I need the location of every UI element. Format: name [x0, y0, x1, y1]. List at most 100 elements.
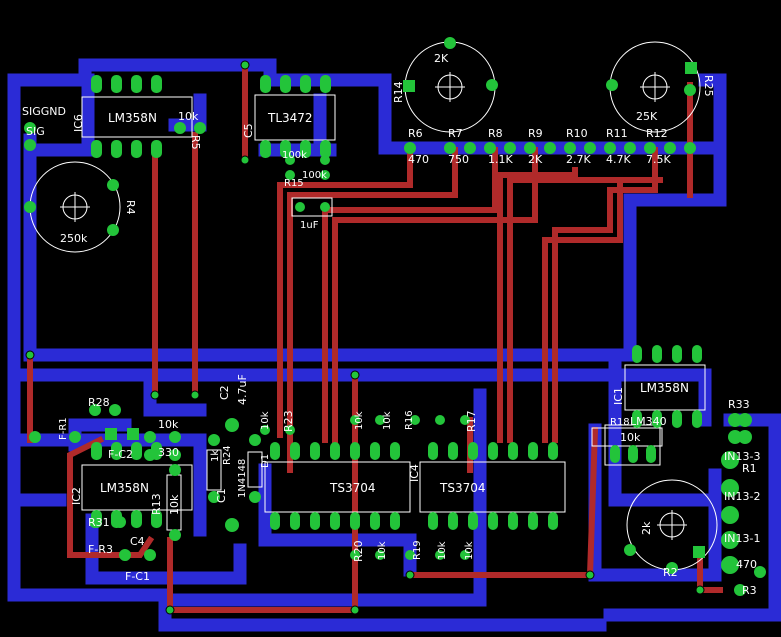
trace-mid-vert	[143, 368, 207, 417]
label-c-1uf: 1uF	[300, 220, 319, 231]
label-in13-2: IN13-2	[724, 490, 760, 503]
top-layer-traces	[27, 62, 723, 613]
right-connector-pads	[721, 413, 766, 596]
label-r10-val: 2.7K	[566, 153, 591, 166]
pot-crosshairs	[60, 72, 687, 540]
ic6-pins	[91, 75, 162, 158]
label-ts3704-b: TS3704	[439, 481, 486, 495]
red-trace-r6	[277, 147, 413, 438]
label-r14-val: 2K	[434, 52, 449, 65]
tl072-pins	[260, 75, 331, 158]
lm340-pins	[610, 445, 656, 463]
label-r23: R23	[282, 410, 295, 432]
label-r13-val: 10k	[168, 494, 181, 515]
label-ic2: IC2	[70, 487, 83, 505]
label-r8-val: 1.1K	[488, 153, 513, 166]
label-r13: R13	[150, 493, 163, 515]
r24-outline	[206, 449, 222, 491]
label-r23-val: 10k	[260, 411, 271, 430]
label-r5: R5	[189, 135, 202, 150]
label-r18-val: 10k	[620, 431, 641, 444]
label-tl072: TL3472	[267, 111, 313, 125]
label-d1: D1	[260, 454, 271, 468]
label-in13-3: IN13-3	[724, 450, 760, 463]
red-trace-r10	[497, 167, 578, 443]
d1-outline	[247, 451, 263, 488]
label-r6: R6	[408, 127, 423, 140]
trace-inner-left	[23, 133, 637, 362]
label-r10: R10	[566, 127, 588, 140]
trace-right-ic	[608, 353, 712, 507]
red-trace-r9	[332, 147, 538, 443]
label-r15: R15	[284, 178, 304, 189]
pads	[24, 37, 766, 596]
label-r2: R2	[663, 566, 678, 579]
label-ic6-part: LM358N	[108, 111, 157, 125]
pot-r4-knob	[60, 192, 90, 222]
label-r11-val: 4.7K	[606, 153, 631, 166]
red-trace-r8	[322, 147, 498, 443]
label-r12: R12	[646, 127, 668, 140]
label-r5-val: 10k	[178, 110, 199, 123]
pot-r25-knob	[640, 72, 670, 102]
red-trace-bottom	[167, 372, 358, 613]
label-lm358-left: LM358N	[100, 481, 149, 495]
label-10k-e: 10k	[464, 541, 475, 560]
label-r28: R28	[88, 396, 110, 409]
ic1-pins	[632, 345, 702, 428]
label-r14: R14	[392, 81, 405, 103]
label-r33: R33	[728, 398, 750, 411]
label-ic6: IC6	[72, 114, 85, 132]
ts3704a-outline	[264, 461, 411, 513]
label-10k-a: 10k	[354, 411, 365, 430]
red-trace-lower-left	[67, 435, 155, 558]
label-fr3: F-R3	[88, 543, 113, 556]
label-r25: R25	[702, 75, 715, 97]
ts3704-pins	[270, 442, 558, 530]
pot-pads	[24, 37, 705, 574]
label-ic1: IC1	[612, 387, 625, 405]
label-r24-val: 1k	[210, 450, 221, 462]
label-r9-val: 2K	[528, 153, 543, 166]
label-r12-val: 7.5K	[646, 153, 671, 166]
label-r6-val: 470	[408, 153, 429, 166]
label-ts3704-a: TS3704	[329, 481, 376, 495]
trace-bottom-rail	[163, 388, 487, 607]
trace-right-column	[603, 413, 781, 622]
red-trace-r12	[552, 147, 658, 443]
label-r24: R24	[222, 445, 233, 465]
ic2-pins	[91, 442, 162, 528]
label-c5: C5	[242, 123, 255, 138]
label-r16: R16	[404, 410, 415, 430]
label-d1-val: 1N4148	[237, 459, 248, 498]
label-fr1: F-R1	[58, 417, 69, 440]
label-r17: R17	[465, 410, 478, 432]
r18-outline	[591, 427, 663, 447]
ts3704b-outline	[419, 461, 566, 513]
label-r19: R19	[412, 540, 423, 560]
label-r8: R8	[488, 127, 503, 140]
label-10k-d: 10k	[437, 541, 448, 560]
label-r25-val: 25K	[636, 110, 658, 123]
label-r3: R3	[742, 584, 757, 597]
label-r1: R1	[742, 462, 757, 475]
label-siggnd: SIGGND	[22, 105, 66, 118]
label-sig: SIG	[26, 125, 45, 138]
label-in13-1: IN13-1	[724, 532, 760, 545]
label-r30: 330	[158, 446, 179, 459]
label-c4: C4	[130, 535, 145, 548]
label-r15-val: 100k	[282, 150, 307, 161]
label-r4: R4	[124, 200, 137, 215]
c-1uf-outline	[291, 197, 333, 217]
resistor-row-pads	[404, 142, 696, 154]
label-c2: C2	[218, 385, 231, 400]
label-r4-val: 250k	[60, 232, 88, 245]
trace-lm358-top-left	[33, 73, 95, 157]
pot-r14-knob	[435, 72, 465, 102]
label-r20: R20	[352, 540, 365, 562]
label-fc2: F-C2	[108, 448, 133, 461]
vias	[25, 60, 705, 615]
label-r9: R9	[528, 127, 543, 140]
